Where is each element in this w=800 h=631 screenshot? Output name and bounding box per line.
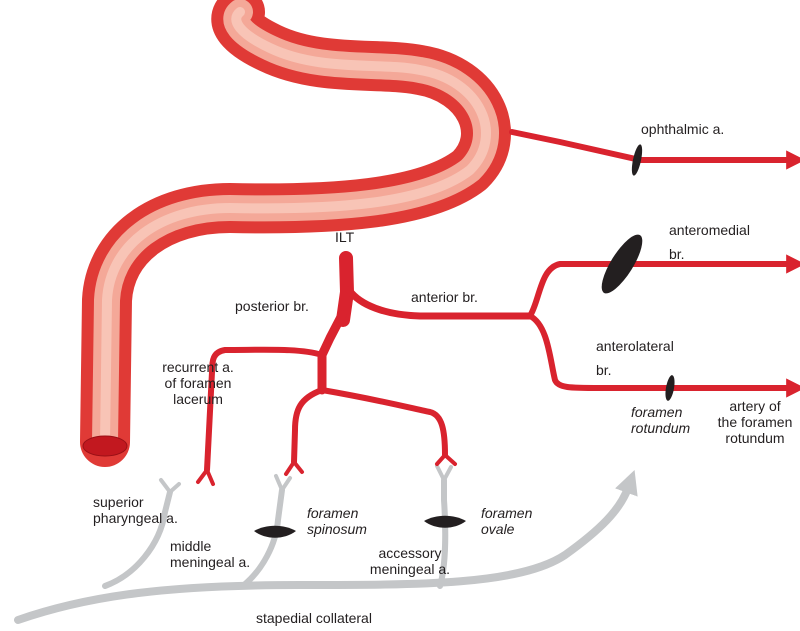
label-accessory-meningeal-line-1: accessory <box>360 545 460 561</box>
label-recurrent-line-3: lacerum <box>132 391 264 407</box>
label-posterior-branch: posterior br. <box>235 298 309 314</box>
label-recurrent-artery: recurrent a. of foramen lacerum <box>132 359 264 407</box>
label-middle-meningeal: middle meningeal a. <box>170 538 250 570</box>
label-foramen-rotundum: foramen rotundum <box>631 404 690 436</box>
stapedial-collateral-network <box>18 466 628 620</box>
label-foramen-rotundum-line-1: foramen <box>631 404 690 420</box>
label-middle-meningeal-line-2: meningeal a. <box>170 554 250 570</box>
label-anteromedial-2: br. <box>669 246 685 262</box>
label-artery-rotundum-line-3: rotundum <box>712 430 798 446</box>
carotid-cut-end <box>83 436 127 456</box>
middle-meningeal-red <box>294 390 322 462</box>
label-anterolateral-1: anterolateral <box>596 338 674 354</box>
label-stapedial-collateral: stapedial collateral <box>256 610 372 626</box>
label-foramen-rotundum-line-2: rotundum <box>631 420 690 436</box>
label-middle-meningeal-line-1: middle <box>170 538 250 554</box>
label-ophthalmic: ophthalmic a. <box>641 121 724 137</box>
label-ilt: ILT <box>335 229 354 245</box>
label-artery-foramen-rotundum: artery of the foramen rotundum <box>712 398 798 446</box>
label-foramen-ovale-line-2: ovale <box>481 521 532 537</box>
label-foramen-ovale: foramen ovale <box>481 505 532 537</box>
label-anterolateral-2: br. <box>596 362 612 378</box>
label-artery-rotundum-line-1: artery of <box>712 398 798 414</box>
label-artery-rotundum-line-2: the foramen <box>712 414 798 430</box>
label-anterior-branch: anterior br. <box>411 289 478 305</box>
posterior-branch <box>322 315 342 355</box>
foramen-ovale-mark <box>424 516 466 528</box>
anteromedial-branch <box>530 264 790 316</box>
label-accessory-meningeal-line-2: meningeal a. <box>360 561 460 577</box>
label-foramen-spinosum-line-2: spinosum <box>307 521 367 537</box>
label-recurrent-line-2: of foramen <box>132 375 264 391</box>
label-foramen-spinosum: foramen spinosum <box>307 505 367 537</box>
label-recurrent-line-1: recurrent a. <box>132 359 264 375</box>
label-accessory-meningeal: accessory meningeal a. <box>360 545 460 577</box>
label-superior-pharyngeal: superior pharyngeal a. <box>93 494 178 526</box>
foramen-spinosum-mark <box>254 526 296 538</box>
label-anteromedial-1: anteromedial <box>669 222 750 238</box>
label-superior-pharyngeal-line-1: superior <box>93 494 178 510</box>
accessory-meningeal-red <box>322 390 445 455</box>
label-superior-pharyngeal-line-2: pharyngeal a. <box>93 510 178 526</box>
label-foramen-ovale-line-1: foramen <box>481 505 532 521</box>
label-foramen-spinosum-line-1: foramen <box>307 505 367 521</box>
